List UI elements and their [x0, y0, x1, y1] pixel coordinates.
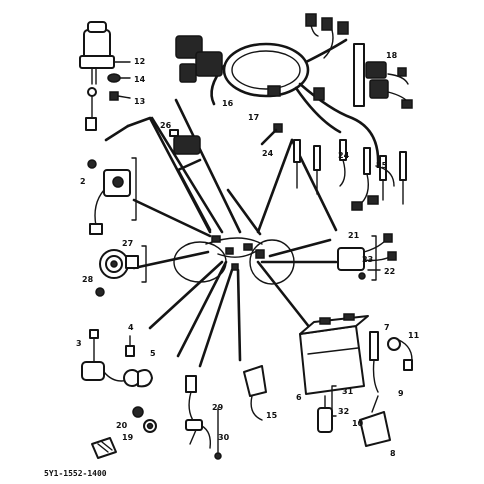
regulator	[87, 159, 131, 235]
callout-10: 10	[352, 419, 364, 428]
callout-17: 17	[248, 113, 259, 122]
starter-relay	[337, 233, 397, 280]
harness-leader-lines	[104, 98, 338, 368]
callout-14: 14	[134, 75, 146, 84]
callout-5: 5	[150, 349, 156, 358]
part-code: 5Y1-1552-1400	[44, 469, 107, 478]
fuse-wires	[293, 139, 407, 211]
flasher-relay	[169, 129, 201, 155]
callout-22: 22	[384, 267, 395, 276]
sensor-unit	[81, 329, 153, 388]
callout-8: 8	[390, 449, 396, 458]
callout-21: 21	[348, 231, 360, 240]
callout-19: 19	[122, 433, 134, 442]
callout-32: 32	[338, 407, 349, 416]
relay-assembly	[353, 43, 413, 109]
callout-labels: 2 3 4 5 6 7 8 9 10 11 12 13 14 15 16 17 …	[76, 51, 420, 458]
callout-4: 4	[128, 323, 134, 332]
callout-2: 2	[80, 177, 86, 186]
callout-26: 26	[160, 121, 172, 130]
switch-leads	[185, 365, 267, 460]
harness-hub	[173, 235, 295, 285]
horn	[95, 249, 139, 297]
callout-6: 6	[296, 393, 302, 402]
callout-24a: 24	[262, 149, 274, 158]
callout-18: 18	[386, 51, 398, 60]
grommet-parts	[91, 406, 157, 459]
callout-30: 30	[218, 433, 230, 442]
callout-29: 29	[212, 403, 224, 412]
callout-9: 9	[398, 389, 404, 398]
callout-13: 13	[134, 97, 145, 106]
callout-24b: 24	[338, 151, 350, 160]
main-harness	[175, 13, 380, 168]
callout-7: 7	[384, 323, 390, 332]
callout-3: 3	[76, 339, 82, 348]
callout-12: 12	[134, 57, 145, 66]
callout-25: 25	[376, 161, 388, 170]
callout-brackets	[131, 157, 377, 417]
callout-23: 23	[362, 255, 373, 264]
callout-20: 20	[116, 421, 128, 430]
ignition-switch	[79, 21, 131, 131]
callout-27: 27	[122, 239, 133, 248]
callout-16: 16	[222, 99, 234, 108]
callout-28: 28	[82, 275, 94, 284]
callout-31: 31	[342, 387, 354, 396]
callout-15: 15	[266, 411, 278, 420]
callout-11: 11	[408, 331, 420, 340]
battery	[299, 313, 413, 447]
